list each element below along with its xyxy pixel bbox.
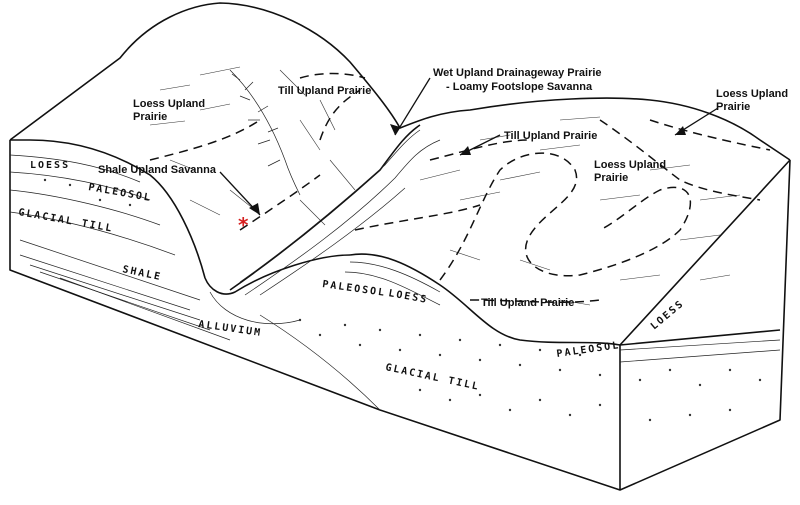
pointer-arrows bbox=[219, 77, 719, 216]
drainageway bbox=[229, 69, 441, 296]
label-loess-upland-prairie-right-top-line2: Prairie bbox=[716, 101, 750, 113]
strata-glacial-till-left: GLACIAL TILL bbox=[17, 207, 114, 235]
label-till-upland-prairie-upper: Till Upland Prairie bbox=[278, 85, 371, 97]
block-outline bbox=[9, 2, 791, 491]
label-loess-upland-prairie-right-top-line1: Loess Upland bbox=[716, 88, 788, 100]
strata-loess-right: LOESS bbox=[649, 298, 687, 332]
strata-loess-center: LOESS bbox=[387, 288, 428, 306]
label-wet-upland-drainageway-line2: - Loamy Footslope Savanna bbox=[446, 81, 593, 93]
label-loess-upland-prairie-left-line1: Loess Upland bbox=[133, 98, 205, 110]
left-face-strata bbox=[9, 154, 381, 411]
community-boundaries bbox=[149, 72, 771, 303]
arrow-head-till-right bbox=[460, 146, 471, 155]
strata-paleosol-center: PALEOSOL bbox=[322, 279, 387, 299]
till-gravel-texture bbox=[43, 178, 762, 422]
community-labels: Loess Upland Prairie Till Upland Prairie… bbox=[98, 67, 788, 309]
red-asterisk-marker: * bbox=[238, 213, 249, 237]
strata-glacial-till-center: GLACIAL TILL bbox=[384, 362, 480, 393]
label-loess-upland-prairie-center-line1: Loess Upland bbox=[594, 159, 666, 171]
arrow-head-loess-right bbox=[675, 126, 686, 135]
strata-loess-left: LOESS bbox=[30, 160, 70, 171]
label-loess-upland-prairie-left-line2: Prairie bbox=[133, 111, 167, 123]
arrow-head-wet bbox=[390, 124, 400, 135]
arrow-head-shale bbox=[249, 203, 260, 215]
surface-hachures bbox=[149, 66, 741, 306]
label-loess-upland-prairie-center-line2: Prairie bbox=[594, 172, 628, 184]
strata-alluvium: ALLUVIUM bbox=[198, 319, 263, 339]
strata-paleosol-left: PALEOSOL bbox=[87, 182, 152, 204]
label-till-upland-prairie-lower: Till Upland Prairie bbox=[481, 297, 574, 309]
right-face-strata bbox=[344, 261, 781, 363]
label-wet-upland-drainageway-line1: Wet Upland Drainageway Prairie bbox=[433, 67, 602, 79]
label-till-upland-prairie-right: Till Upland Prairie bbox=[504, 130, 597, 142]
label-shale-upland-savanna: Shale Upland Savanna bbox=[98, 164, 217, 176]
